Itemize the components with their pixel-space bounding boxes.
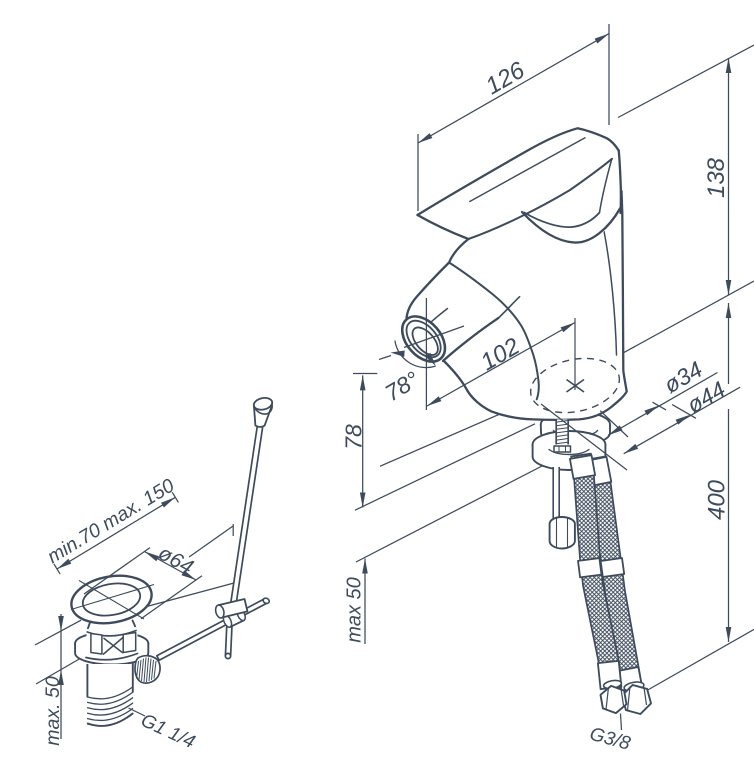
svg-text:138: 138 [703, 157, 730, 198]
svg-text:max. 50: max. 50 [42, 676, 64, 746]
svg-text:78: 78 [341, 424, 367, 450]
svg-text:400: 400 [704, 479, 731, 520]
svg-text:max 50: max 50 [344, 577, 366, 643]
